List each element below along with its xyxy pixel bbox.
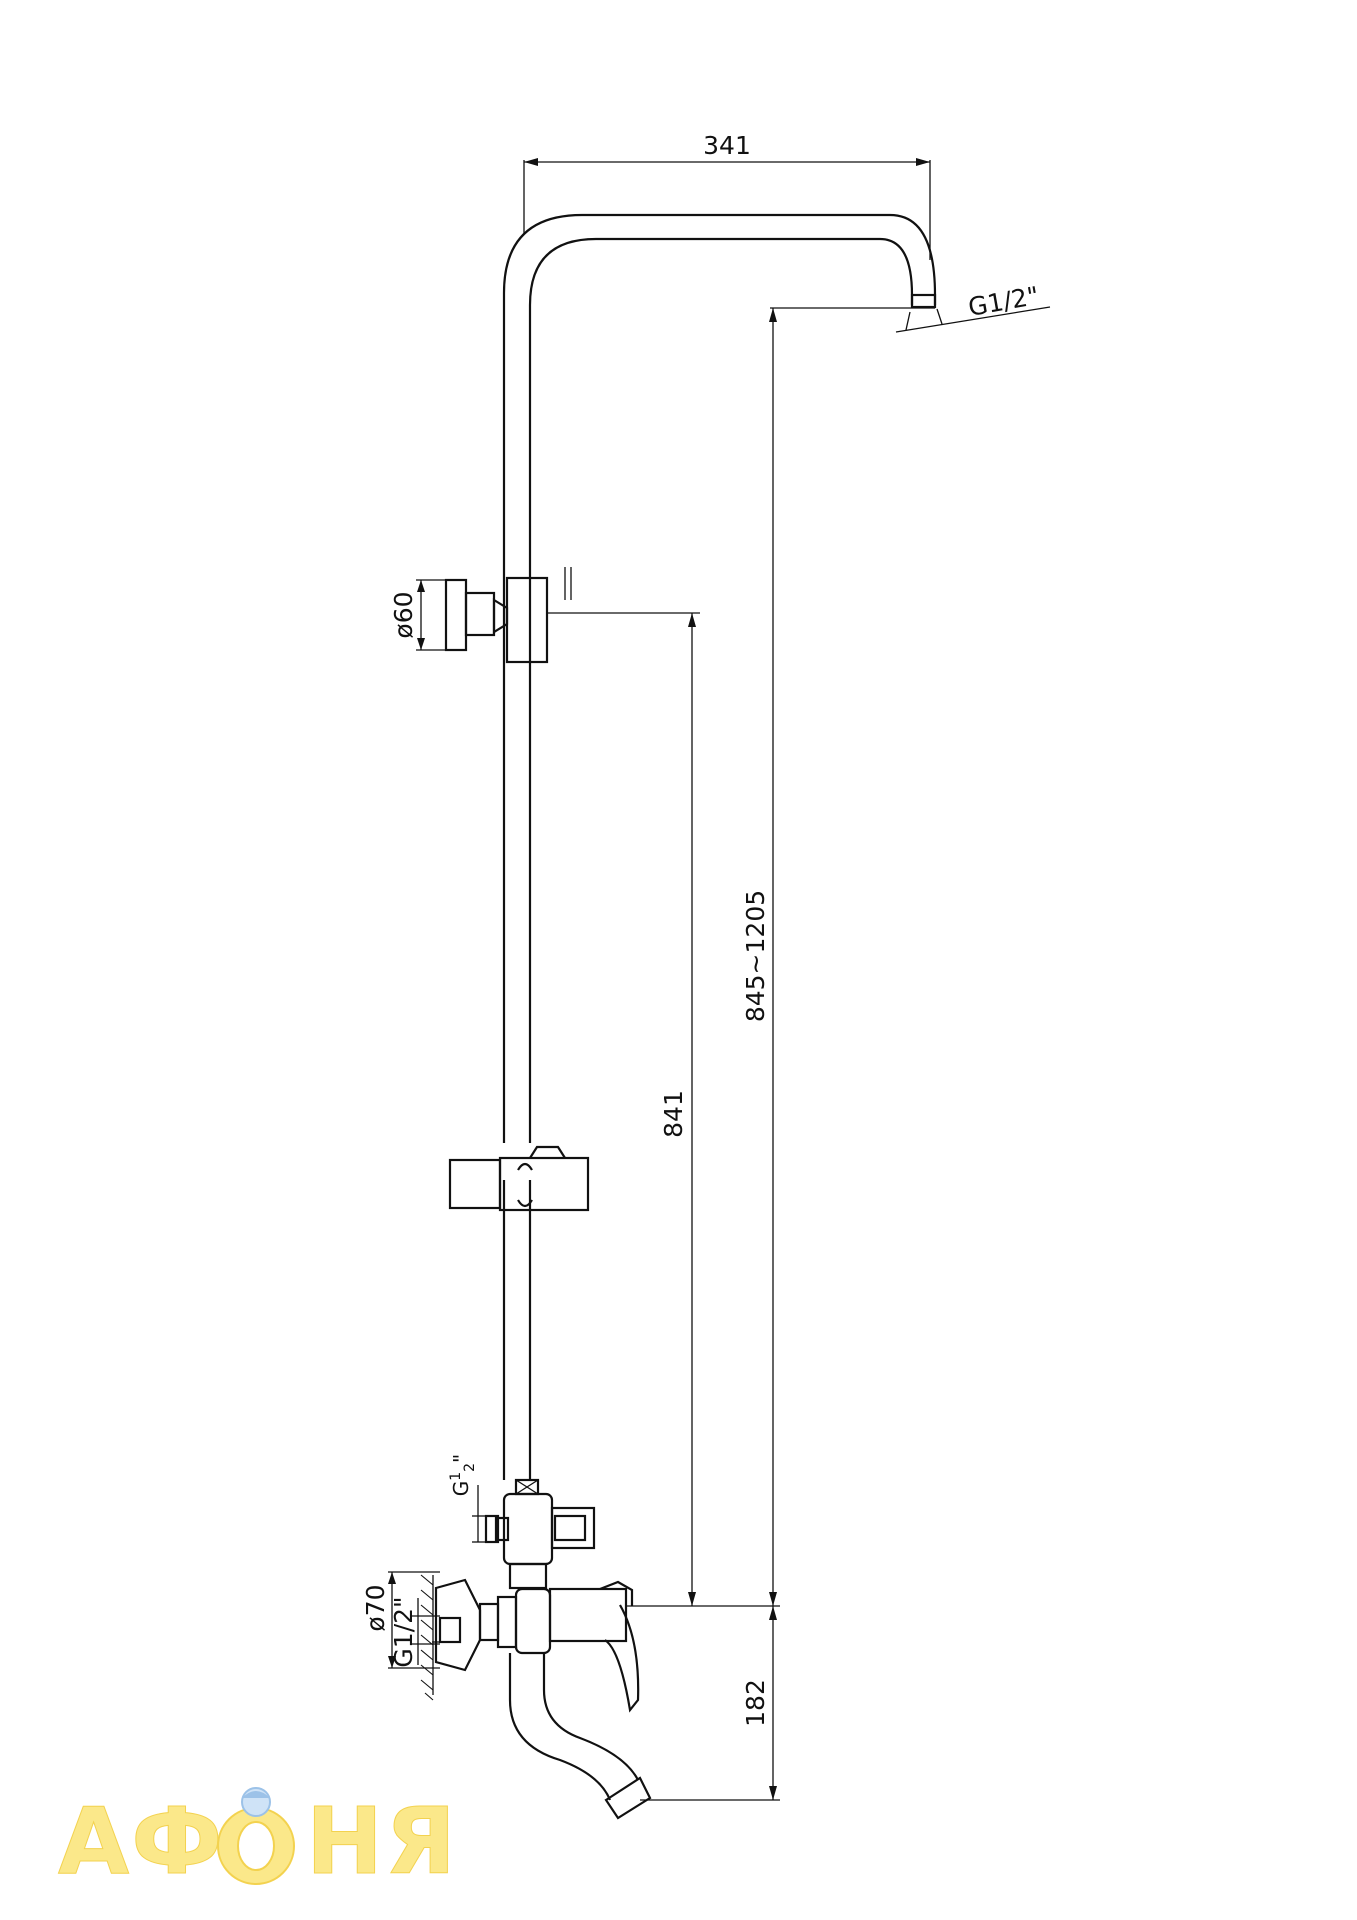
watermark-text-part2: НЯ	[306, 1788, 458, 1896]
mascot-icon	[217, 1787, 295, 1885]
watermark-text-part1: АФ	[57, 1788, 225, 1896]
dim-inlet-thread-label: G1/2"	[389, 1596, 418, 1667]
dimension-total-height: 845~1205	[741, 307, 935, 1606]
diverter-section: G12"	[448, 1454, 596, 1590]
dimension-top-width: 341	[523, 131, 931, 260]
dim-head-thread-label: G1/2"	[966, 281, 1041, 322]
upper-wall-holder: ø60	[389, 567, 572, 664]
dim-flange-diameter-label: ø70	[361, 1584, 390, 1631]
dim-total-height-label: 845~1205	[741, 890, 770, 1022]
dimension-flange: ø70 G1/2"	[361, 1571, 440, 1669]
dim-holder-diameter-label: ø60	[389, 591, 418, 638]
wall-and-mixer	[420, 1574, 640, 1713]
dim-holder-spacing-label: 841	[659, 1090, 688, 1138]
dimension-holder-spacing: 841	[547, 612, 700, 1606]
dimension-spout-height: 182	[626, 1605, 780, 1801]
dim-hose-thread-label: G12"	[448, 1454, 478, 1497]
dim-top-width-label: 341	[703, 131, 751, 160]
dim-spout-height-label: 182	[741, 1679, 770, 1727]
sliding-holder	[448, 1145, 590, 1212]
bath-spout	[508, 1653, 652, 1820]
riser-pipe	[502, 213, 937, 1480]
